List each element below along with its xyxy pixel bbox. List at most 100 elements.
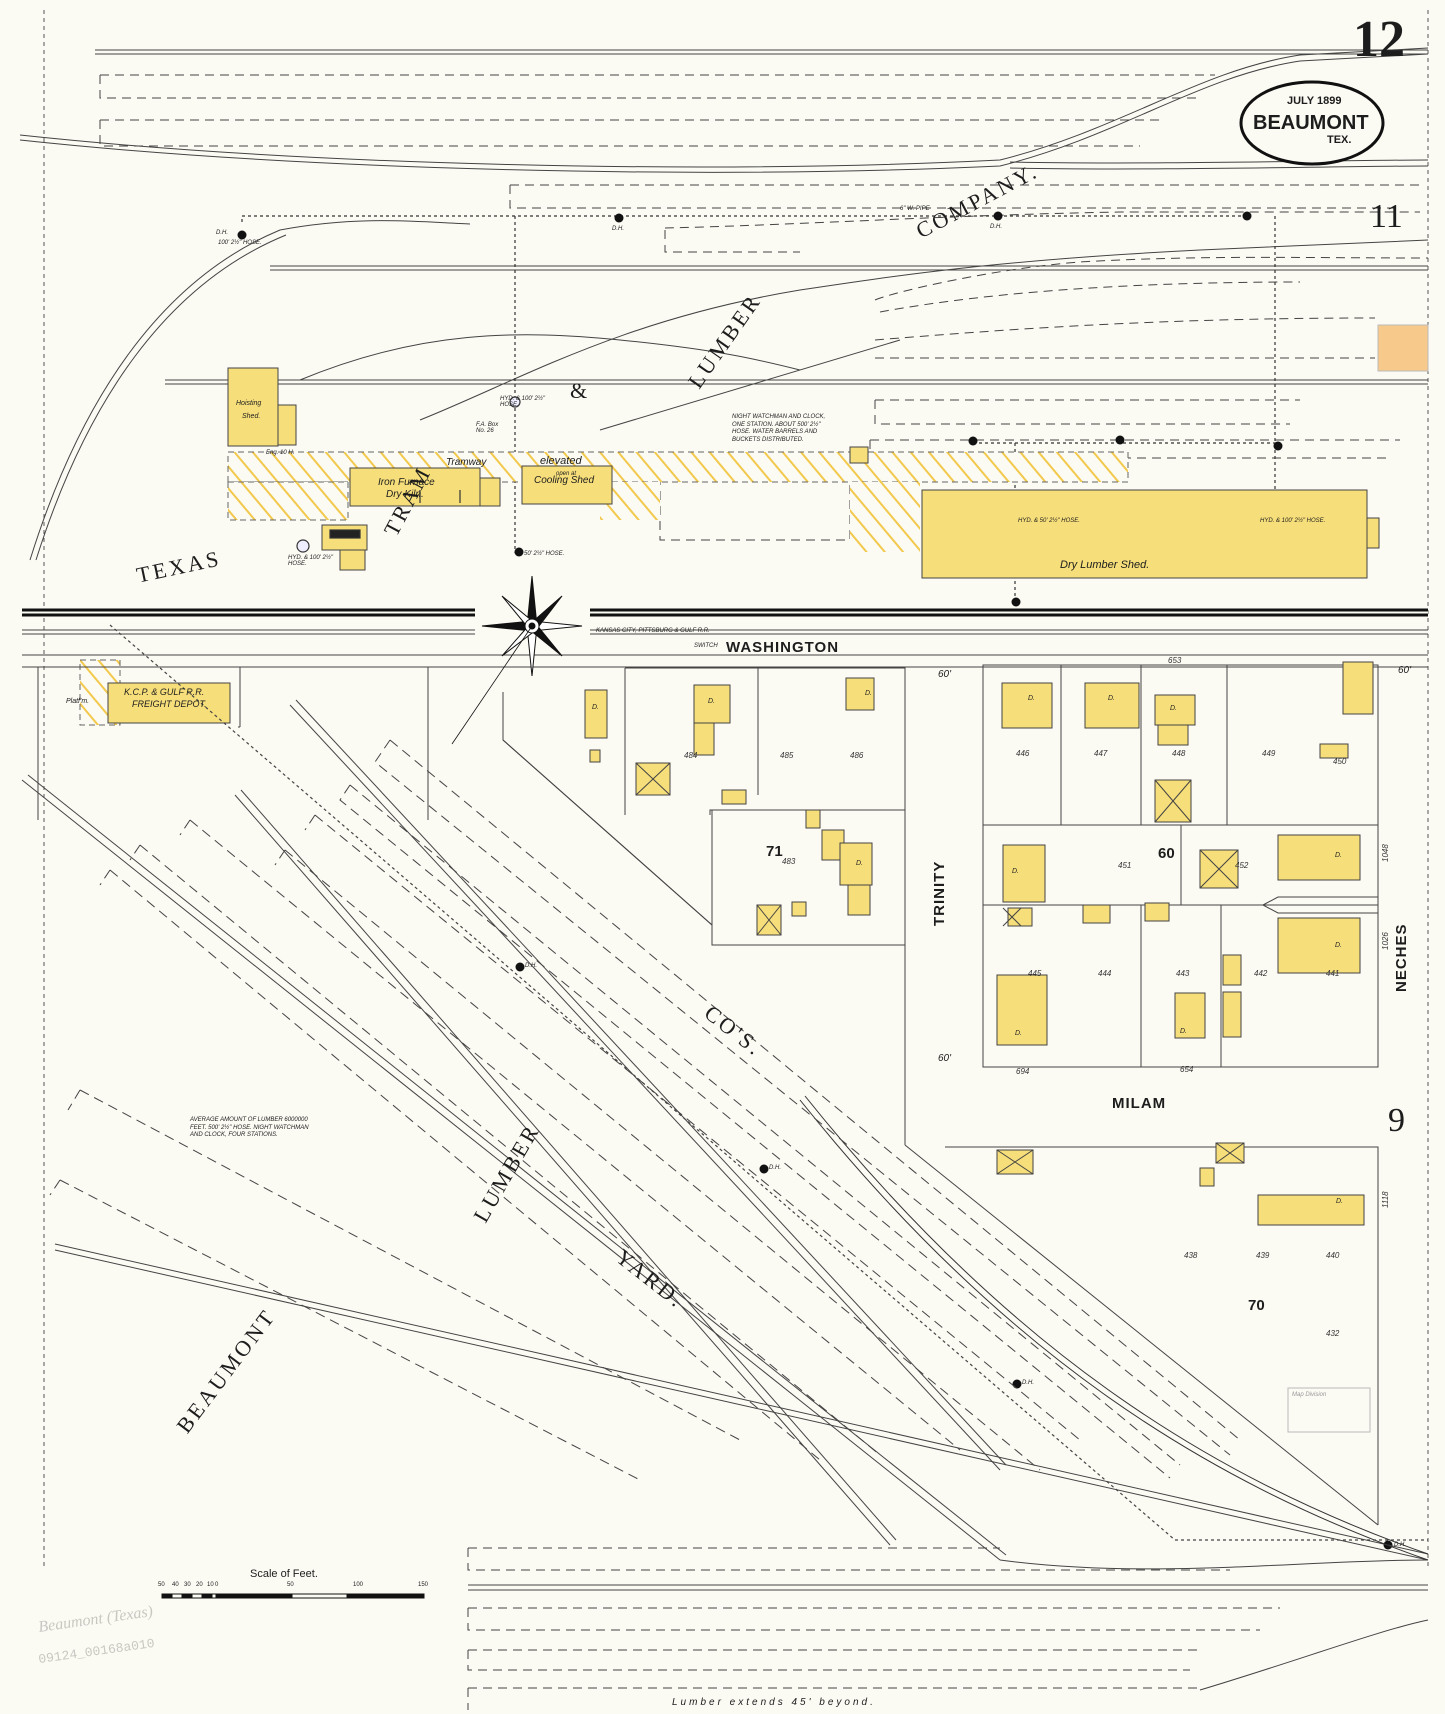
lot-number: 450 bbox=[1333, 757, 1347, 766]
street-width: 60' bbox=[1398, 665, 1412, 676]
mill-details bbox=[296, 396, 521, 553]
mill-buildings bbox=[107, 324, 1429, 724]
title-cartouche bbox=[1239, 80, 1385, 166]
lot-number: 447 bbox=[1094, 749, 1108, 758]
label-dry-kiln: Dry Kiln. bbox=[386, 489, 424, 500]
scale-tick: 50 bbox=[287, 1582, 294, 1588]
label-hoisting: Hoisting bbox=[236, 400, 262, 407]
house-number: 654 bbox=[1180, 1065, 1194, 1074]
page-number: 12 bbox=[1353, 11, 1405, 68]
lot-number: 444 bbox=[1098, 969, 1112, 978]
note-watchman: NIGHT WATCHMAN AND CLOCK, ONE STATION. A… bbox=[732, 414, 826, 443]
label-cooling-shed: Cooling Shed bbox=[534, 475, 595, 486]
lot-number: 439 bbox=[1256, 1251, 1270, 1260]
note-railroad: KANSAS CITY, PITTSBURG & GULF R.R. bbox=[596, 628, 710, 634]
note-hydrant-4: HYD. & 100' 2½" HOSE. bbox=[1260, 518, 1326, 524]
dwelling-label: D. bbox=[856, 860, 863, 867]
block-60: 60 bbox=[1158, 845, 1175, 862]
note-lumber-extends: Lumber extends 45' beyond. bbox=[672, 1697, 876, 1708]
house-number: 1048 bbox=[1381, 844, 1390, 862]
house-number: 653 bbox=[1168, 656, 1182, 665]
scale-tick: 150 bbox=[418, 1582, 429, 1588]
house-number: 1118 bbox=[1381, 1191, 1390, 1208]
stamp-text: Map Division bbox=[1292, 1392, 1327, 1398]
lot-number: 448 bbox=[1172, 749, 1186, 758]
street-washington: WASHINGTON bbox=[726, 639, 840, 656]
south-sidings bbox=[467, 1547, 1429, 1710]
lot-number: 451 bbox=[1118, 861, 1132, 870]
cartouche-city: BEAUMONT bbox=[1253, 112, 1369, 134]
library-stamp bbox=[1287, 1387, 1371, 1433]
lot-number: 438 bbox=[1184, 1251, 1198, 1260]
house-number: 694 bbox=[1016, 1067, 1030, 1076]
scale-tick: 30 bbox=[184, 1582, 191, 1588]
lot-number: 483 bbox=[782, 857, 796, 866]
label-freight-depot-2: FREIGHT DEPOT. bbox=[132, 699, 207, 709]
dwelling-label: D. bbox=[1336, 1198, 1343, 1205]
adjacent-sheet-north: 11 bbox=[1370, 198, 1403, 235]
scale-tick: 50 bbox=[158, 1582, 165, 1588]
dh-label: D.H. bbox=[1022, 1380, 1034, 1386]
street-milam: MILAM bbox=[1112, 1095, 1167, 1112]
dwelling-label: D. bbox=[1335, 942, 1342, 949]
dh-label: D.H. bbox=[612, 226, 624, 232]
dh-label: D.H. bbox=[769, 1165, 781, 1171]
note-fire-alarm-box: F.A. Box No. 26 bbox=[476, 422, 499, 434]
cartouche-date: JULY 1899 bbox=[1287, 95, 1342, 107]
scale-title: Scale of Feet. bbox=[250, 1568, 318, 1580]
label-open-at: open at bbox=[556, 471, 577, 477]
dwelling-label: D. bbox=[1335, 852, 1342, 859]
crossed-sheds bbox=[635, 762, 1245, 1175]
block-outlines bbox=[37, 664, 1379, 1526]
lot-number: 432 bbox=[1326, 1329, 1340, 1338]
main-railroad bbox=[22, 608, 1428, 668]
note-lumber-average: AVERAGE AMOUNT OF LUMBER 6000000 FEET. 5… bbox=[190, 1117, 309, 1138]
lot-number: 449 bbox=[1262, 749, 1276, 758]
label-freight-depot-1: K.C.P. & GULF R.R. bbox=[124, 687, 205, 697]
block-71: 71 bbox=[766, 843, 783, 860]
note-hydrant-1: HYD. & 100' 2½" HOSE. bbox=[500, 396, 545, 408]
compass-rose bbox=[451, 575, 583, 745]
dwelling-label: D. bbox=[865, 690, 872, 697]
lot-number: 440 bbox=[1326, 1251, 1340, 1260]
adjacent-sheet-south: 9 bbox=[1388, 1102, 1405, 1139]
lot-number: 484 bbox=[684, 751, 698, 760]
label-ampersand: & bbox=[570, 378, 591, 403]
label-platform: Platf'm. bbox=[66, 698, 90, 705]
note-hydrant-3: HYD. & 50' 2½" HOSE. bbox=[1018, 518, 1080, 524]
street-neches: NECHES bbox=[1393, 923, 1410, 992]
street-trinity: TRINITY bbox=[931, 860, 948, 926]
dwelling-label: D. bbox=[1028, 695, 1035, 702]
dwelling-label: D. bbox=[592, 704, 599, 711]
dh-label: D.H. bbox=[216, 230, 228, 236]
scale-tick: 10 bbox=[207, 1582, 214, 1588]
label-iron-furnace: Iron Furnace bbox=[378, 477, 435, 488]
hydrant-dots bbox=[237, 211, 1393, 1550]
note-hose-1: 100' 2½" HOSE. bbox=[218, 240, 262, 246]
lot-number: 441 bbox=[1326, 969, 1340, 978]
scale-tick: 20 bbox=[196, 1582, 203, 1588]
lot-number: 443 bbox=[1176, 969, 1190, 978]
label-dry-lumber-shed: Dry Lumber Shed. bbox=[1060, 559, 1150, 571]
note-water-pipe: 6" W. PIPE bbox=[900, 206, 930, 212]
label-tramway: Tramway bbox=[446, 457, 487, 468]
note-engine: Eng. 10 H. bbox=[266, 450, 295, 456]
scale-tick: 0 bbox=[215, 1582, 219, 1588]
lot-number: 445 bbox=[1028, 969, 1042, 978]
note-hose-2: 50' 2½" HOSE. bbox=[524, 551, 565, 557]
lot-number: 485 bbox=[780, 751, 794, 760]
note-hydrant-2: HYD. & 100' 2½" HOSE. bbox=[288, 555, 333, 567]
yard-tracks bbox=[21, 624, 1429, 1570]
scale-bar bbox=[161, 1593, 425, 1599]
dwelling-label: D. bbox=[708, 698, 715, 705]
lot-number: 486 bbox=[850, 751, 864, 760]
dwelling-label: D. bbox=[1015, 1030, 1022, 1037]
dh-label: D.H. bbox=[1394, 1542, 1406, 1548]
dwelling-label: D. bbox=[1170, 705, 1177, 712]
north-sidings bbox=[19, 47, 1429, 561]
label-hoisting-shed: Shed. bbox=[242, 413, 261, 420]
lot-number: 446 bbox=[1016, 749, 1030, 758]
cartouche-state: TEX. bbox=[1327, 134, 1352, 146]
